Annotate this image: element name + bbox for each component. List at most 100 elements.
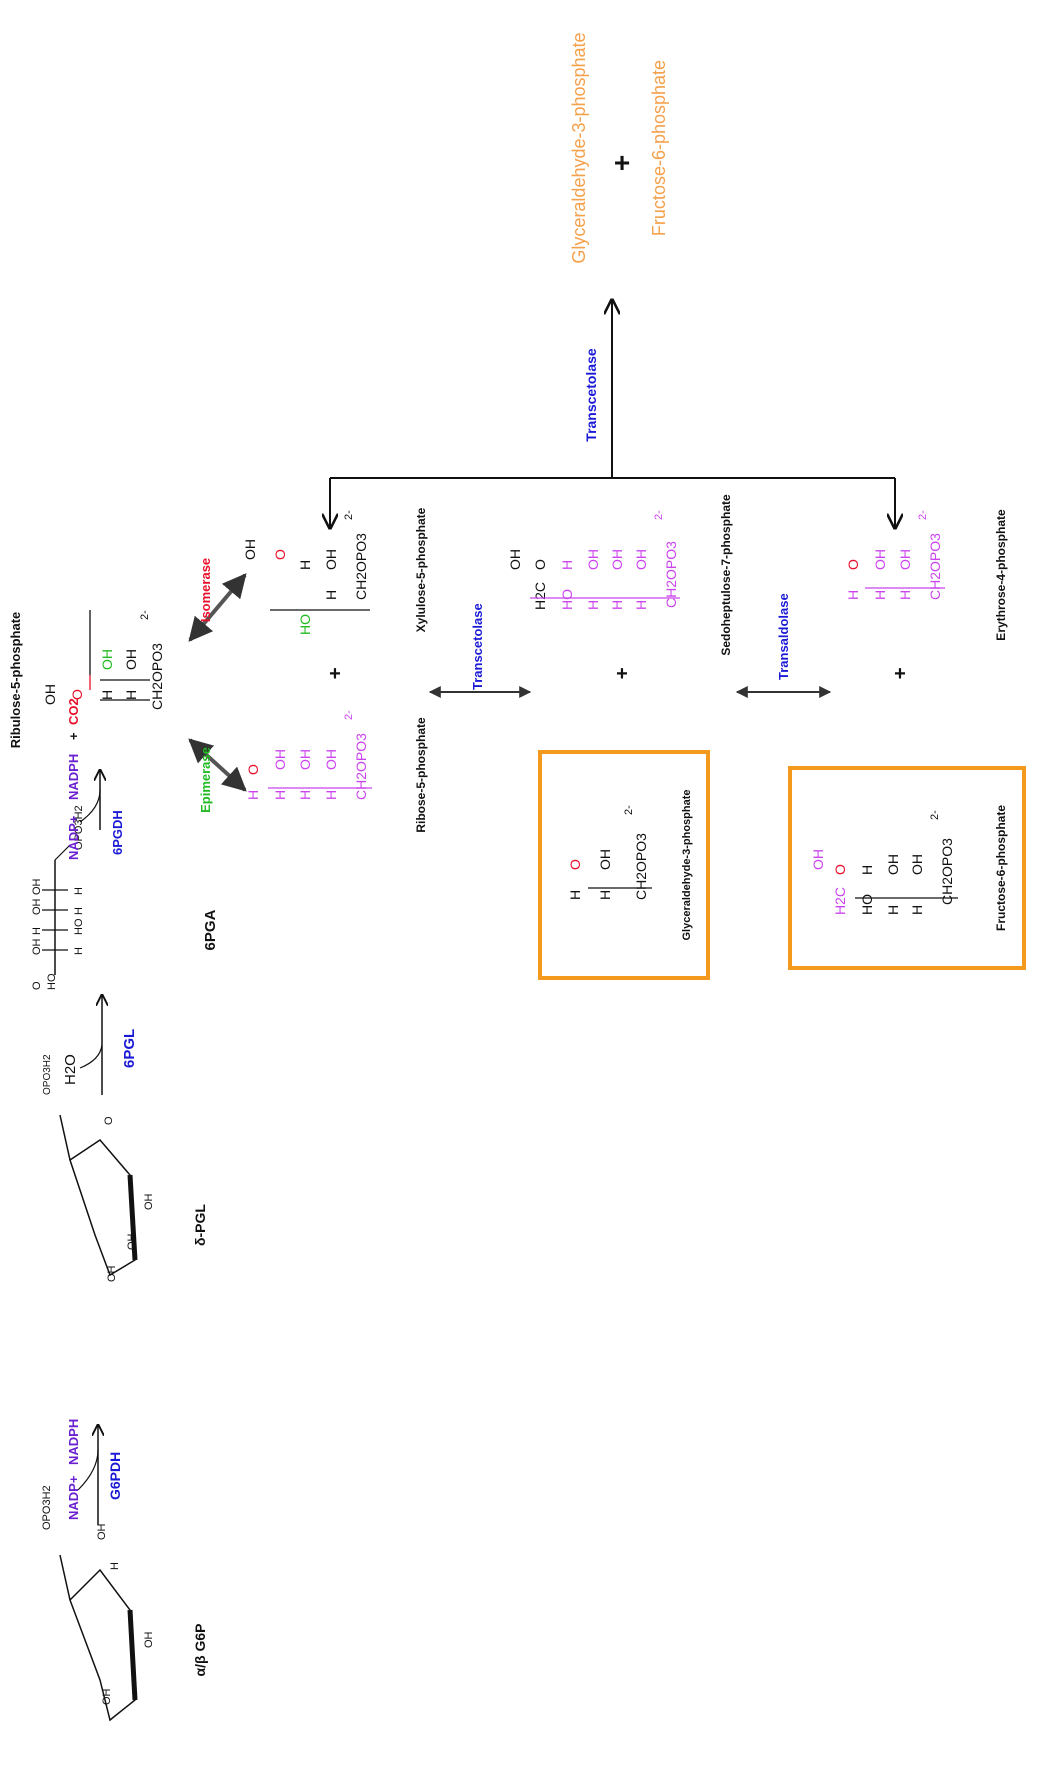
pgl-oh3: OH xyxy=(106,1265,118,1282)
xu5p-charge: 2- xyxy=(343,510,355,520)
6pga-structure: HO O H OH HO H H OH H OH OPO3H2 6PGA xyxy=(31,805,219,990)
s7p-ch2: H2C xyxy=(532,582,548,610)
enzyme-epimerase: Epimerase xyxy=(198,747,213,813)
xu5p-keto-o: O xyxy=(272,549,288,560)
plus-2: + xyxy=(616,663,628,685)
pga-ho: HO xyxy=(46,973,58,990)
enzyme-isomerase: Isomerase xyxy=(198,558,213,622)
r5p-ald-o: O xyxy=(245,764,261,775)
xu5p-tail: CH2OPO3 xyxy=(353,533,369,600)
e4p-r1a: H xyxy=(872,590,888,600)
g3p-highlight-box xyxy=(538,750,710,980)
enzyme-6pgdh: 6PGDH xyxy=(110,810,125,855)
plus-1: + xyxy=(329,663,341,685)
r5p-r1b: OH xyxy=(272,749,288,770)
pgl-structure-icon xyxy=(59,1114,138,1277)
label-ru5p: Ribulose-5-phosphate xyxy=(8,612,23,749)
ru5p-charge: 2- xyxy=(139,610,151,620)
xu5p-structure: OH O HO H H OH CH2OPO3 2- Xylulose-5-pho… xyxy=(242,507,428,635)
g6p-structure-icon xyxy=(59,1554,138,1722)
e4p-r1b: OH xyxy=(872,549,888,570)
ru5p-keto-o: O xyxy=(69,689,85,700)
pga-r5b: OH xyxy=(31,878,43,895)
6pgl-reaction: H2O 6PGL xyxy=(62,995,138,1095)
label-pgl: δ-PGL xyxy=(192,1204,208,1246)
s7p-top-oh: OH xyxy=(507,549,523,570)
product-plus: + xyxy=(614,147,630,178)
label-s7p: Sedoheptulose-7-phosphate xyxy=(719,494,733,656)
label-e4p: Erythrose-4-phosphate xyxy=(994,509,1008,641)
g6p-oh2: OH xyxy=(143,1631,155,1648)
f6p-r2b: OH xyxy=(885,854,901,875)
pga-r2a: H xyxy=(73,947,85,955)
s7p-r2b: OH xyxy=(585,549,601,570)
pgl-oh2: OH xyxy=(126,1233,138,1250)
r5p-r1a: H xyxy=(272,790,288,800)
label-6pga: 6PGA xyxy=(202,909,219,950)
s7p-tail: CH2OPO3 xyxy=(663,541,679,608)
r5p-tail: CH2OPO3 xyxy=(353,733,369,800)
pgl-oh1: OH xyxy=(143,1193,155,1210)
enzyme-transcetolase-1: Transcetolase xyxy=(470,603,485,690)
g3p-box: H O H OH CH2OPO3 2- Glyceraldehyde-3-pho… xyxy=(538,750,710,980)
cofactor-plus: + xyxy=(66,732,81,740)
g6p-phosphate-label: OPO3H2 xyxy=(41,1485,53,1530)
r5p-structure: H O H OH H OH H OH CH2OPO3 2- Ribose-5-p… xyxy=(245,710,428,833)
xu5p-r1a: HO xyxy=(297,614,313,635)
pga-r4b: OH xyxy=(31,898,43,915)
pga-r4a: H xyxy=(73,907,85,915)
e4p-ald-h: H xyxy=(845,590,861,600)
e4p-tail: CH2OPO3 xyxy=(927,533,943,600)
plus-3: + xyxy=(894,663,906,685)
cofactor-co2: CO2 xyxy=(66,698,81,725)
e4p-ald-o: O xyxy=(845,559,861,570)
f6p-r3b: OH xyxy=(909,854,925,875)
label-r5p: Ribose-5-phosphate xyxy=(414,717,428,833)
g3p-ald-h: H xyxy=(567,890,583,900)
s7p-r4a: H xyxy=(633,600,649,610)
product-f6p: Fructose-6-phosphate xyxy=(649,60,669,236)
cofactor-nadph-1: NADPH xyxy=(66,1419,81,1465)
f6p-r1b: H xyxy=(859,865,875,875)
pga-r5a: H xyxy=(73,887,85,895)
e4p-r2b: OH xyxy=(897,549,913,570)
g6p-ring-structure: OPO3H2 OH H OH OH α/β G6P xyxy=(41,1485,208,1722)
pga-r3b: H xyxy=(31,927,43,935)
enzyme-6pgl: 6PGL xyxy=(121,1029,138,1068)
s7p-charge: 2- xyxy=(653,510,665,520)
transcetolase-1: Transcetolase xyxy=(428,603,532,698)
isomerase-epimerase-arrows: Isomerase Epimerase xyxy=(188,558,247,813)
cofactor-nadp-1: NADP+ xyxy=(66,1475,81,1520)
pga-o: O xyxy=(31,981,43,990)
pga-r3a: HO xyxy=(73,918,85,935)
s7p-r4b: OH xyxy=(633,549,649,570)
pgl-ring-structure: OPO3H2 O OH OH OH δ-PGL xyxy=(42,1054,208,1282)
f6p-charge: 2- xyxy=(929,810,941,820)
f6p-keto-o: O xyxy=(832,864,848,875)
cofactor-nadp-2: NADP+ xyxy=(66,815,81,860)
pga-tail: OPO3H2 xyxy=(73,805,85,850)
enzyme-transcetolase-2: Transcetolase xyxy=(583,348,599,442)
g3p-charge: 2- xyxy=(623,805,635,815)
label-g3p-mid: Glyceraldehyde-3-phosphate xyxy=(681,790,693,941)
f6p-r3a: H xyxy=(909,905,925,915)
r5p-r2b: OH xyxy=(297,749,313,770)
label-xu5p: Xylulose-5-phosphate xyxy=(414,507,428,632)
xu5p-r2a: H xyxy=(323,590,339,600)
g3p-r1a: H xyxy=(597,890,613,900)
ru5p-r2b: OH xyxy=(123,649,139,670)
cofactor-nadph-2: NADPH xyxy=(66,754,81,800)
s7p-keto-o: O xyxy=(532,559,548,570)
label-f6p-bottom: Fructose-6-phosphate xyxy=(994,805,1008,931)
s7p-r3a: H xyxy=(609,600,625,610)
s7p-r1b: H xyxy=(559,560,575,570)
g3p-ald-o: O xyxy=(567,859,583,870)
enzyme-transaldolase: Transaldolase xyxy=(776,593,791,680)
enzyme-g6pdh: G6PDH xyxy=(107,1452,123,1500)
ru5p-tail: CH2OPO3 xyxy=(149,643,165,710)
r5p-ald-h: H xyxy=(245,790,261,800)
ru5p-r1a: H xyxy=(99,690,115,700)
ru5p-r1b: OH xyxy=(99,649,115,670)
curve-6pgdh xyxy=(79,789,101,823)
